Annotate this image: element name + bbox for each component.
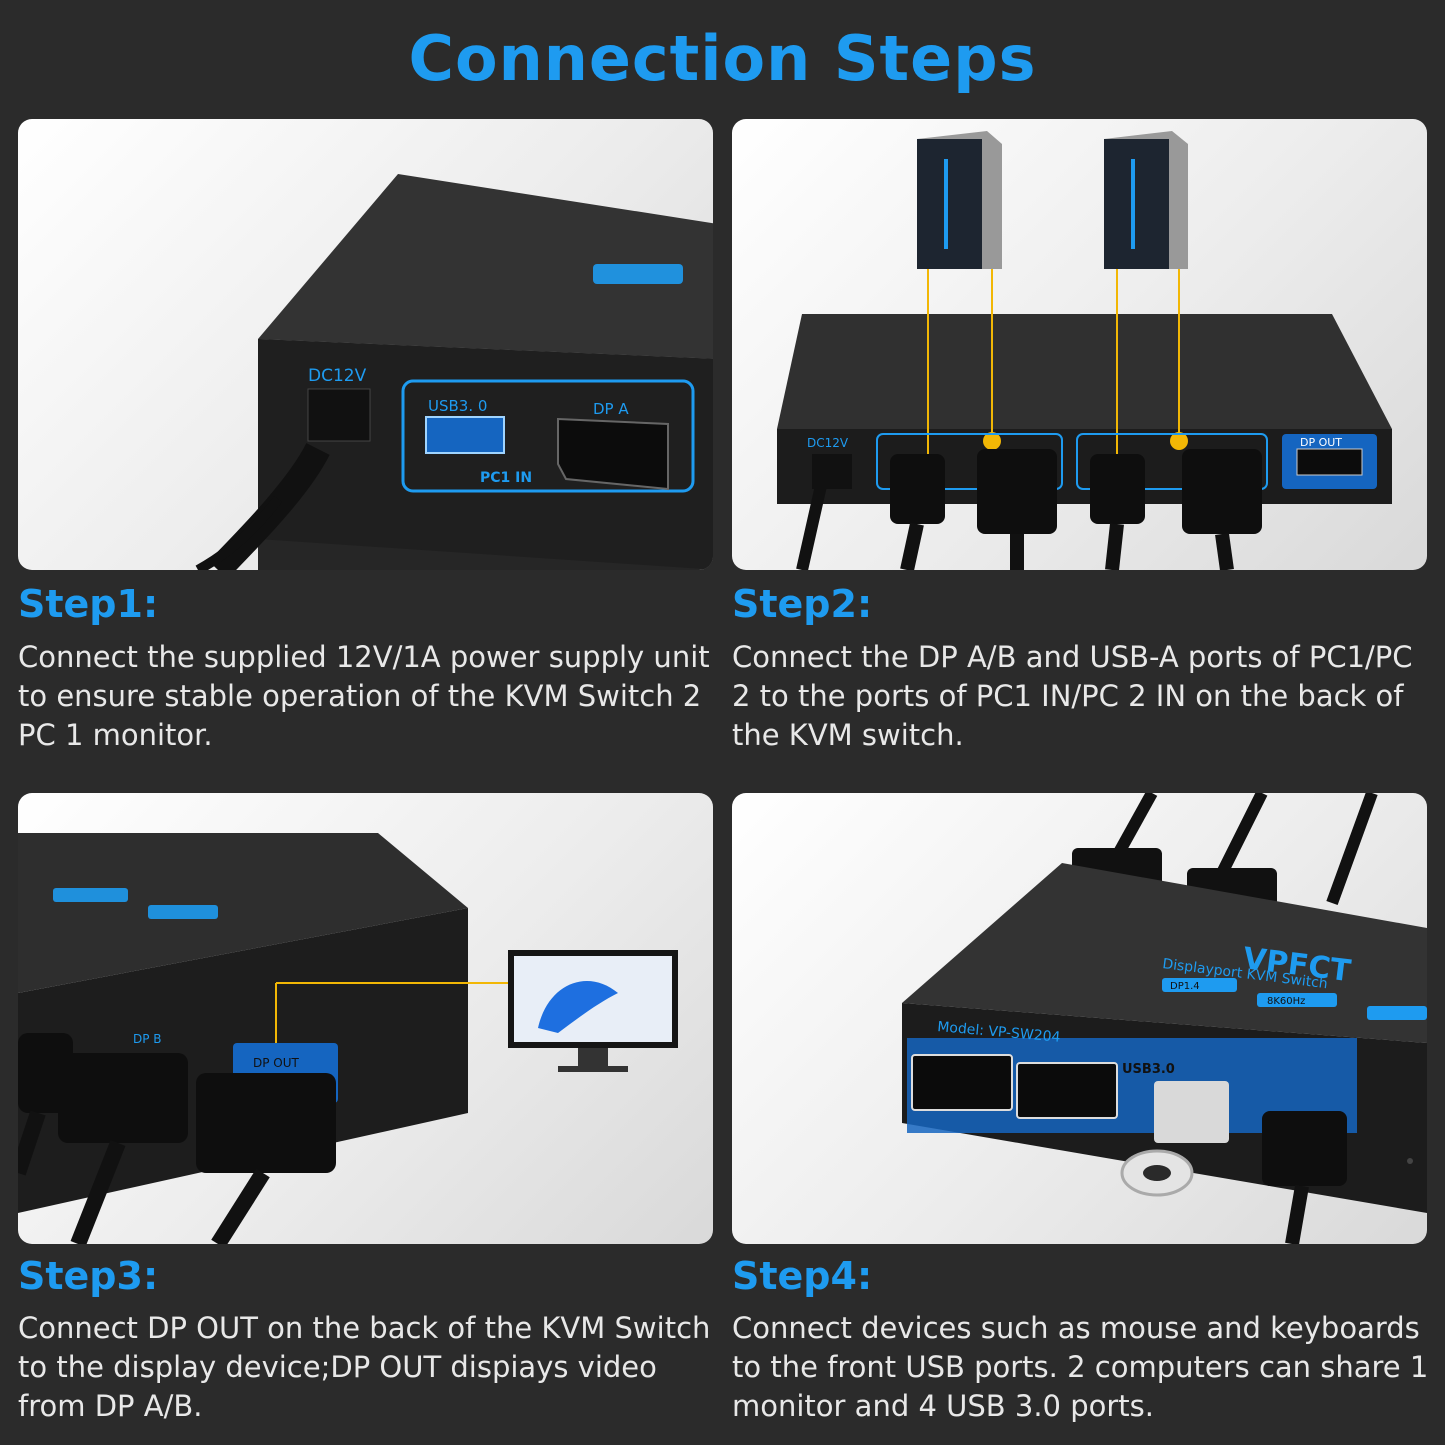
kvm-power-port-illustration: DC12V USB3. 0 DP A PC1 IN	[195, 174, 713, 570]
badge-dp14: DP1.4	[1170, 981, 1200, 992]
monitor-icon	[508, 950, 678, 1072]
dp-out-label: DP OUT	[1300, 436, 1342, 449]
usb-label: USB3. 0	[428, 397, 487, 415]
dp-out-port-icon	[1296, 448, 1363, 476]
dp-label: DP A	[593, 400, 629, 418]
usb-port-icon	[425, 416, 505, 454]
step2-image: DC12V DP OUT	[732, 119, 1427, 570]
dc12v-label: DC12V	[308, 366, 367, 386]
step2-description: Connect the DP A/B and USB-A ports of PC…	[732, 640, 1413, 752]
kvm-front-usb-illustration: VPFCT Displayport KVM Switch DP1.4 8K60H…	[902, 793, 1427, 1244]
pc1-in-label: PC1 IN	[480, 470, 532, 486]
page-title: Connection Steps	[408, 22, 1037, 95]
step1-description: Connect the supplied 12V/1A power supply…	[18, 640, 710, 752]
dc12v-label: DC12V	[807, 436, 849, 450]
dp-out-label: DP OUT	[253, 1056, 300, 1070]
step1-label: Step1:	[18, 582, 159, 626]
kvm-pc-connection-illustration: DC12V DP OUT	[777, 131, 1392, 570]
dp-port-icon	[557, 417, 669, 491]
step4-label: Step4:	[732, 1254, 873, 1298]
kvm-monitor-connection-illustration: DP B DP OUT	[18, 833, 678, 1244]
pc1-tower-icon	[917, 131, 1002, 269]
pc2-tower-icon	[1104, 131, 1188, 269]
step3-description: Connect DP OUT on the back of the KVM Sw…	[18, 1311, 711, 1423]
dc-port	[307, 388, 371, 442]
step3-image: DP B DP OUT	[18, 793, 713, 1244]
usb30-label: USB3.0	[1122, 1062, 1175, 1077]
step4-description: Connect devices such as mouse and keyboa…	[732, 1311, 1429, 1423]
step1-image: DC12V USB3. 0 DP A PC1 IN	[18, 119, 713, 570]
step2-label: Step2:	[732, 582, 873, 626]
badge-8k60hz: 8K60Hz	[1267, 996, 1305, 1007]
step3-label: Step3:	[18, 1254, 159, 1298]
usb-drive-icon	[1154, 1081, 1229, 1143]
dp-b-label: DP B	[133, 1032, 162, 1046]
step4-image: VPFCT Displayport KVM Switch DP1.4 8K60H…	[732, 793, 1427, 1244]
